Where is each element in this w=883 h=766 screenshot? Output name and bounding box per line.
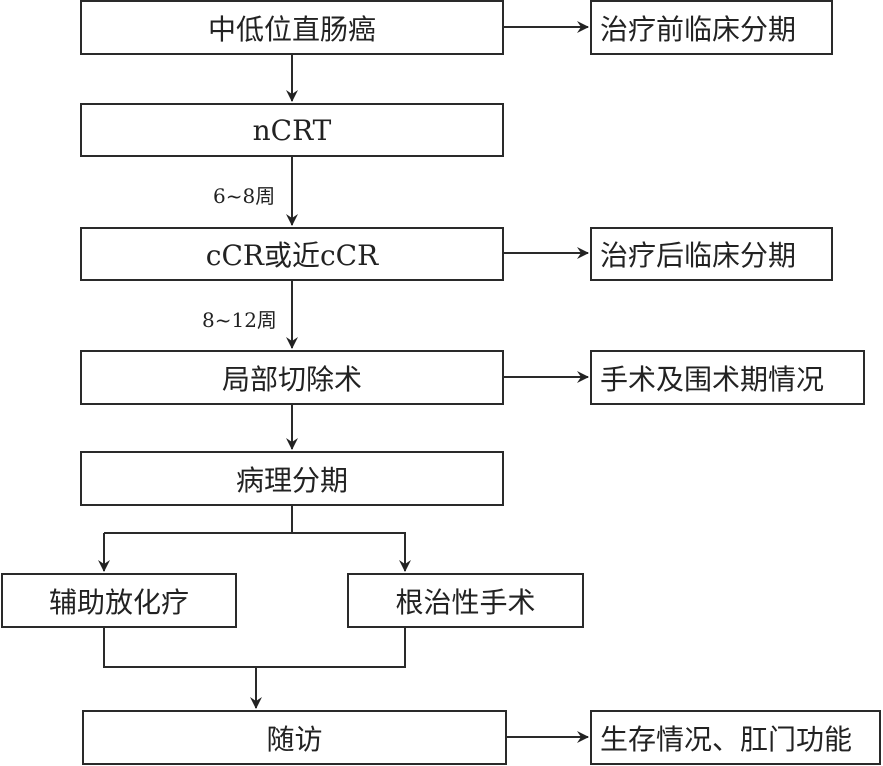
node-local-excision: 局部切除术	[80, 350, 504, 405]
merge-line	[103, 628, 406, 668]
side-pre-staging: 治疗前临床分期	[590, 0, 833, 55]
node-ccr: cCR或近cCR	[80, 227, 504, 281]
side-periop: 手术及围术期情况	[590, 350, 865, 405]
node-adjuvant: 辅助放化疗	[1, 573, 237, 628]
side-outcomes: 生存情况、肛门功能	[590, 710, 881, 765]
node-radical: 根治性手术	[347, 573, 584, 628]
node-ncrt: nCRT	[80, 103, 504, 157]
side-post-staging: 治疗后临床分期	[590, 227, 833, 281]
node-followup: 随访	[82, 710, 507, 765]
node-pathology: 病理分期	[80, 451, 504, 506]
node-start: 中低位直肠癌	[80, 0, 504, 55]
edge-label-6-8-weeks: 6~8周	[213, 184, 276, 208]
edge-label-8-12-weeks: 8~12周	[202, 308, 277, 332]
